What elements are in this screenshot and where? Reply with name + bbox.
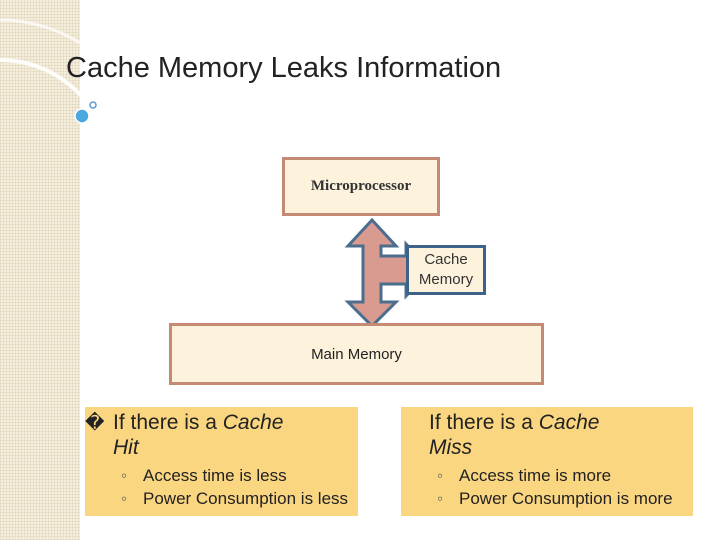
- cache-hit-heading-prefix: If there is a: [113, 411, 223, 434]
- bidirectional-bus-arrow: [344, 217, 434, 329]
- cache-miss-heading-prefix: If there is a: [429, 411, 539, 434]
- cache-miss-panel: If there is a Cache Miss ◦ Access time i…: [401, 407, 693, 516]
- list-item-text: Power Consumption is less: [143, 489, 349, 508]
- sub-bullet-icon: ◦: [121, 466, 128, 485]
- microprocessor-label: Microprocessor: [310, 178, 412, 194]
- cache-memory-box: Cache Memory: [406, 245, 486, 295]
- cache-hit-panel: � If there is a Cache Hit ◦ Access time …: [85, 407, 358, 516]
- list-item: ◦ Access time is more: [437, 464, 679, 487]
- list-item: ◦ Power Consumption is less: [121, 487, 363, 510]
- microprocessor-box: Microprocessor: [282, 157, 440, 216]
- main-memory-box: Main Memory: [169, 323, 544, 385]
- list-item: ◦ Power Consumption is more: [437, 487, 679, 510]
- cache-miss-heading: If there is a Cache Miss: [429, 410, 674, 460]
- list-item-text: Access time is less: [143, 466, 287, 485]
- cache-hit-heading: If there is a Cache Hit: [113, 410, 358, 460]
- sub-bullet-icon: ◦: [437, 489, 444, 508]
- decorative-dot-large-icon: [74, 108, 90, 124]
- sub-bullet-icon: ◦: [437, 466, 444, 485]
- cache-hit-heading-emph1: Cache: [222, 411, 284, 434]
- list-item: ◦ Access time is less: [121, 464, 363, 487]
- sub-bullet-icon: ◦: [121, 489, 128, 508]
- cache-label-line1: Cache: [424, 251, 468, 268]
- list-item-text: Access time is more: [459, 466, 612, 485]
- list-item-text: Power Consumption is more: [459, 489, 673, 508]
- slide-title: Cache Memory Leaks Information: [66, 52, 502, 84]
- decorative-sidebar: [0, 0, 80, 540]
- missing-glyph-bullet-icon: �: [85, 412, 105, 434]
- decorative-dot-small-icon: [89, 101, 97, 109]
- cache-miss-heading-emph2: Miss: [429, 436, 473, 459]
- cache-miss-heading-emph1: Cache: [538, 411, 600, 434]
- main-memory-label: Main Memory: [311, 345, 402, 363]
- cache-miss-list: ◦ Access time is more ◦ Power Consumptio…: [437, 464, 679, 510]
- cache-hit-list: ◦ Access time is less ◦ Power Consumptio…: [121, 464, 363, 510]
- cache-hit-heading-emph2: Hit: [113, 436, 139, 459]
- cache-label-line2: Memory: [418, 271, 474, 288]
- decorative-arcs: [0, 18, 140, 171]
